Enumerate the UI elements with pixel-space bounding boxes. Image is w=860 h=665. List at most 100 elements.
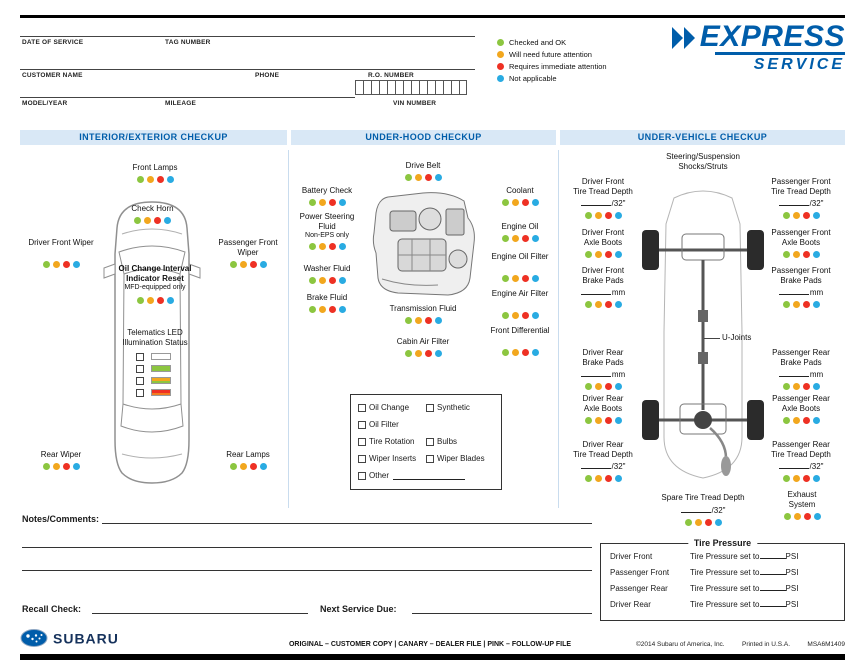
status-dot-blue[interactable] — [614, 300, 622, 308]
oil-change-checkbox[interactable] — [358, 403, 366, 412]
status-dot-yellow[interactable] — [594, 416, 602, 424]
status-dot-green[interactable] — [501, 311, 509, 319]
notes-line-3[interactable] — [22, 570, 592, 571]
status-dot-blue[interactable] — [434, 173, 442, 181]
status-dot-yellow[interactable] — [511, 234, 519, 242]
bulbs-checkbox[interactable] — [426, 437, 434, 446]
status-dot-blue[interactable] — [259, 462, 267, 470]
status-dot-yellow[interactable] — [793, 512, 801, 520]
status-dot-yellow[interactable] — [594, 250, 602, 258]
status-dot-red[interactable] — [328, 305, 336, 313]
status-dot-red[interactable] — [249, 260, 257, 268]
recall-check-field[interactable] — [92, 613, 308, 614]
status-dot-green[interactable] — [584, 211, 592, 219]
other-checkbox[interactable] — [358, 471, 366, 480]
status-dot-green[interactable] — [501, 234, 509, 242]
model-mileage-field-line[interactable] — [20, 97, 355, 98]
status-dot-yellow[interactable] — [792, 250, 800, 258]
oil-filter-checkbox[interactable] — [358, 420, 366, 429]
status-dot-blue[interactable] — [531, 234, 539, 242]
telematics-yellow-checkbox[interactable] — [136, 376, 144, 385]
tire-rotation-checkbox[interactable] — [358, 437, 366, 446]
status-dot-red[interactable] — [802, 416, 810, 424]
status-dot-yellow[interactable] — [594, 211, 602, 219]
status-dot-green[interactable] — [501, 348, 509, 356]
wiper-blades-checkbox[interactable] — [426, 454, 434, 463]
tp-passenger-rear-field[interactable] — [759, 583, 786, 591]
status-dot-yellow[interactable] — [318, 305, 326, 313]
status-dot-blue[interactable] — [614, 416, 622, 424]
status-dot-green[interactable] — [782, 416, 790, 424]
status-dot-green[interactable] — [229, 462, 237, 470]
status-dot-red[interactable] — [328, 276, 336, 284]
status-dot-green[interactable] — [42, 260, 50, 268]
status-dot-blue[interactable] — [614, 211, 622, 219]
synthetic-checkbox[interactable] — [426, 403, 434, 412]
status-dot-green[interactable] — [308, 198, 316, 206]
status-dot-red[interactable] — [521, 198, 529, 206]
status-dot-blue[interactable] — [72, 462, 80, 470]
status-dot-blue[interactable] — [531, 348, 539, 356]
status-dot-green[interactable] — [404, 349, 412, 357]
status-dot-blue[interactable] — [338, 305, 346, 313]
status-dot-blue[interactable] — [812, 211, 820, 219]
status-dot-yellow[interactable] — [414, 316, 422, 324]
spare-tread-field[interactable] — [680, 505, 711, 513]
status-dot-blue[interactable] — [813, 512, 821, 520]
status-dot-blue[interactable] — [531, 311, 539, 319]
status-dot-red[interactable] — [604, 474, 612, 482]
driver-front-brake-field[interactable] — [580, 287, 611, 295]
status-dot-green[interactable] — [229, 260, 237, 268]
status-dot-green[interactable] — [501, 198, 509, 206]
status-dot-green[interactable] — [42, 462, 50, 470]
status-dot-yellow[interactable] — [511, 311, 519, 319]
status-dot-red[interactable] — [424, 173, 432, 181]
status-dot-red[interactable] — [803, 512, 811, 520]
status-dot-green[interactable] — [501, 274, 509, 282]
notes-line-1[interactable] — [102, 523, 592, 524]
status-dot-yellow[interactable] — [318, 276, 326, 284]
status-dot-blue[interactable] — [812, 250, 820, 258]
status-dot-green[interactable] — [584, 250, 592, 258]
status-dot-green[interactable] — [404, 316, 412, 324]
vin-comb-field[interactable] — [355, 80, 467, 95]
status-dot-blue[interactable] — [259, 260, 267, 268]
status-dot-red[interactable] — [521, 234, 529, 242]
status-dot-red[interactable] — [802, 382, 810, 390]
status-dot-green[interactable] — [584, 382, 592, 390]
status-dot-yellow[interactable] — [594, 300, 602, 308]
status-dot-red[interactable] — [156, 296, 164, 304]
status-dot-blue[interactable] — [338, 242, 346, 250]
status-dot-yellow[interactable] — [52, 260, 60, 268]
status-dot-green[interactable] — [136, 175, 144, 183]
status-dot-blue[interactable] — [714, 518, 722, 526]
status-dot-red[interactable] — [704, 518, 712, 526]
tp-passenger-front-field[interactable] — [759, 567, 786, 575]
status-dot-green[interactable] — [782, 300, 790, 308]
status-dot-red[interactable] — [62, 462, 70, 470]
tp-driver-front-field[interactable] — [759, 551, 786, 559]
status-dot-blue[interactable] — [812, 474, 820, 482]
status-dot-green[interactable] — [584, 300, 592, 308]
status-dot-green[interactable] — [782, 211, 790, 219]
status-dot-blue[interactable] — [163, 216, 171, 224]
status-dot-green[interactable] — [308, 276, 316, 284]
status-dot-green[interactable] — [308, 305, 316, 313]
status-dot-blue[interactable] — [614, 474, 622, 482]
other-field[interactable] — [393, 472, 466, 480]
status-dot-red[interactable] — [604, 211, 612, 219]
passenger-front-tread-field[interactable] — [778, 198, 809, 206]
status-dot-red[interactable] — [604, 300, 612, 308]
status-dot-red[interactable] — [802, 300, 810, 308]
status-dot-yellow[interactable] — [414, 349, 422, 357]
status-dot-yellow[interactable] — [146, 175, 154, 183]
status-dot-yellow[interactable] — [511, 348, 519, 356]
status-dot-green[interactable] — [404, 173, 412, 181]
status-dot-red[interactable] — [604, 382, 612, 390]
status-dot-yellow[interactable] — [318, 198, 326, 206]
status-dot-blue[interactable] — [531, 198, 539, 206]
status-dot-blue[interactable] — [812, 300, 820, 308]
status-dot-green[interactable] — [782, 250, 790, 258]
status-dot-red[interactable] — [521, 311, 529, 319]
status-dot-green[interactable] — [133, 216, 141, 224]
